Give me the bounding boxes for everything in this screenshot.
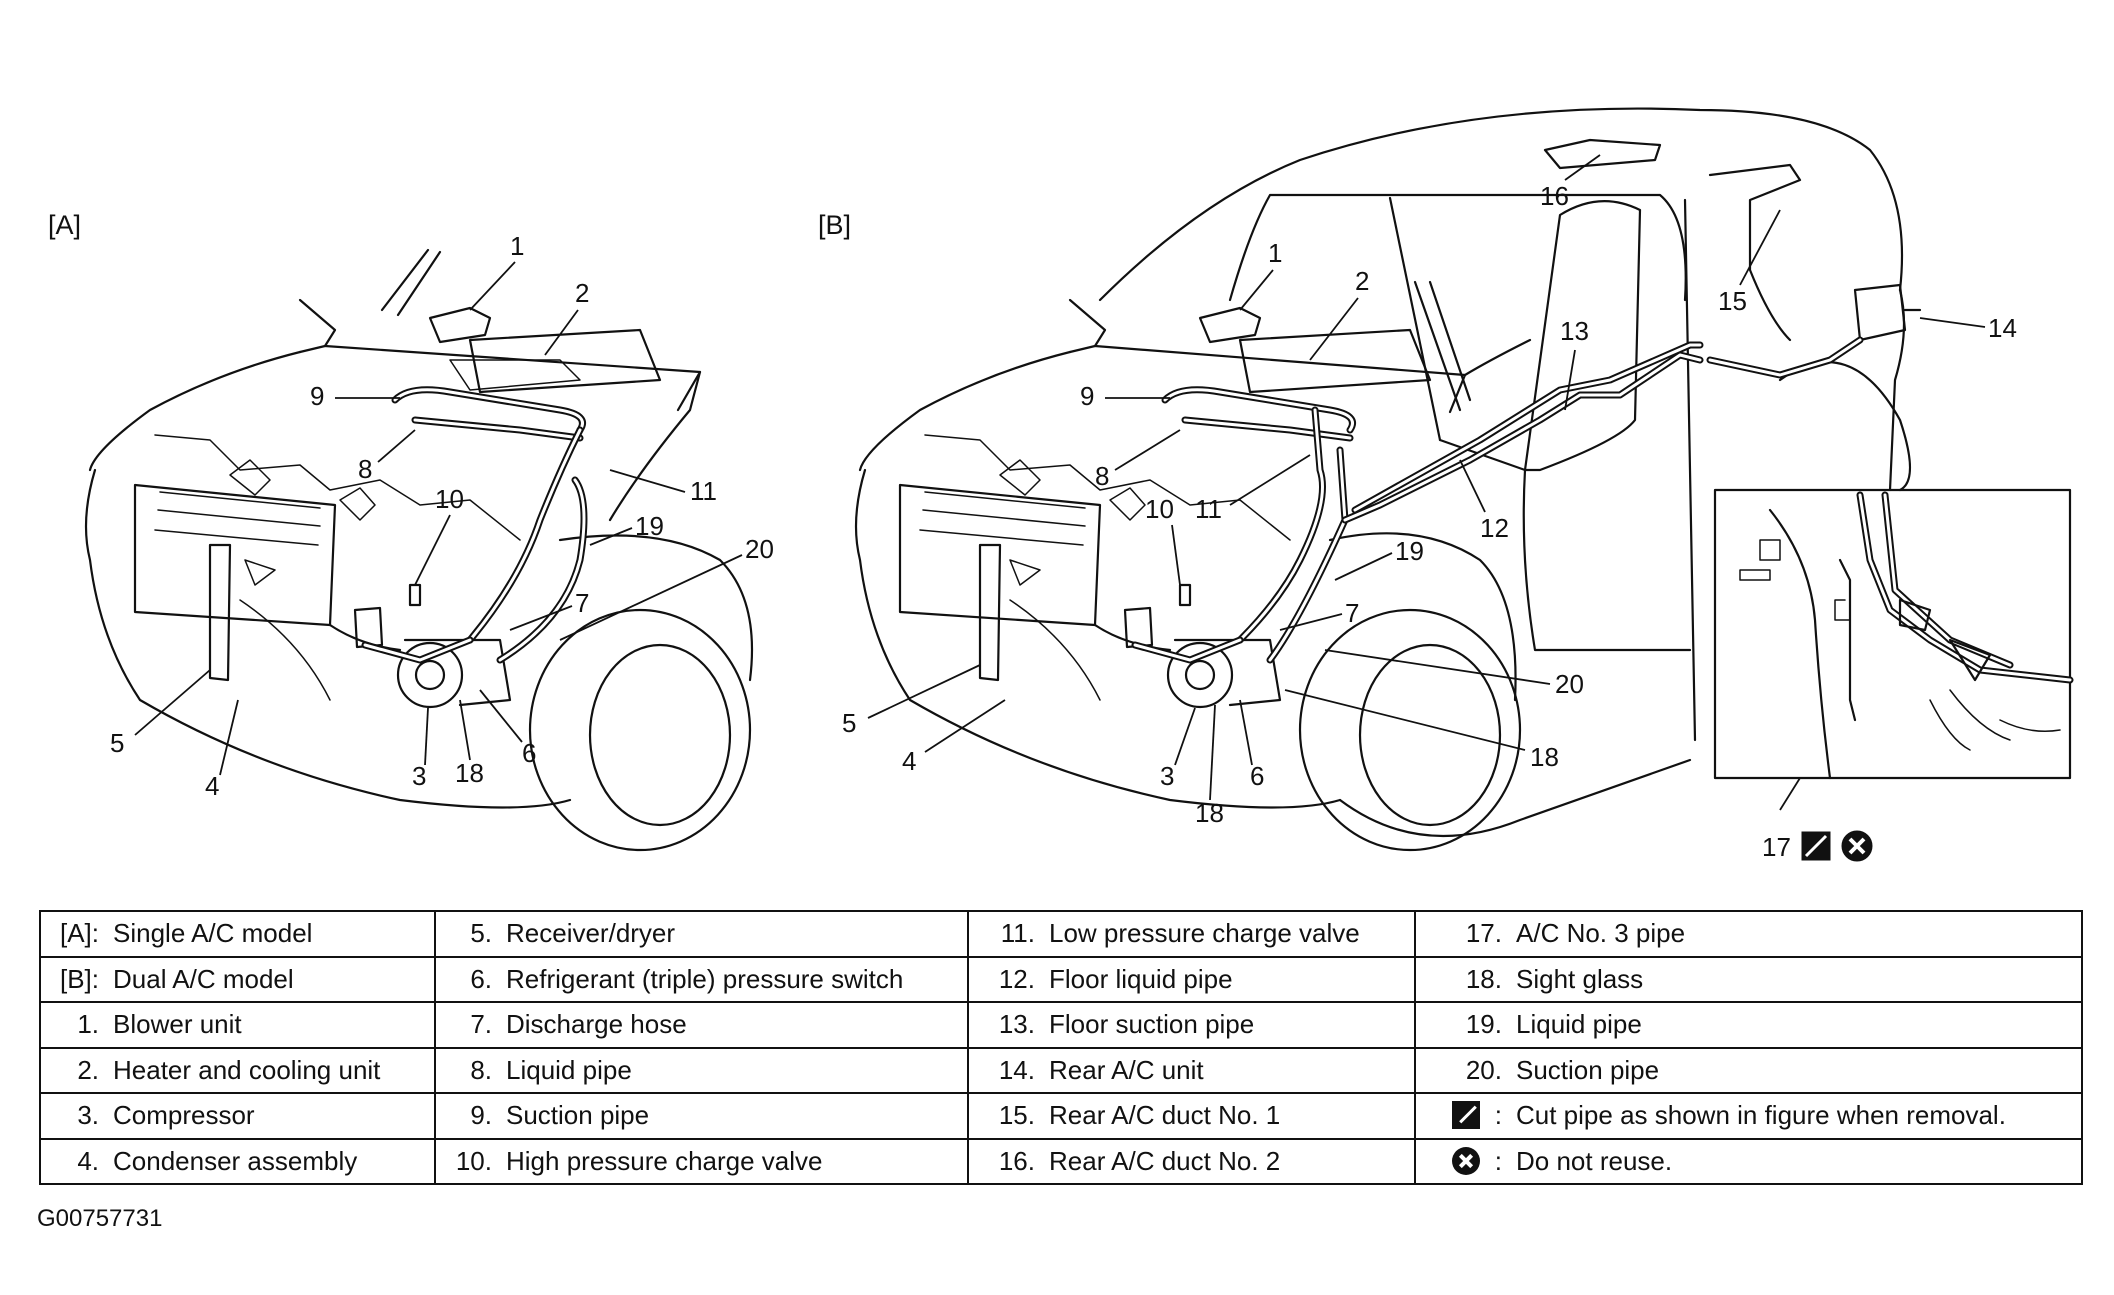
legend-cell: [A]:Single A/C model <box>39 910 436 958</box>
panel-a-drawing: [A] <box>48 210 774 852</box>
callout-a-1: 1 <box>510 231 524 261</box>
legend-cell: 14.Rear A/C unit <box>968 1046 1416 1094</box>
legend-cell: 20.Suction pipe <box>1415 1046 2083 1094</box>
legend-cell: 8.Liquid pipe <box>435 1046 969 1094</box>
callout-b-18-right: 18 <box>1530 742 1559 772</box>
callout-b-6: 6 <box>1250 761 1264 791</box>
panel-b-drawing: [B] <box>818 107 2074 862</box>
callout-b-15: 15 <box>1718 286 1747 316</box>
detail-inset-17 <box>1713 488 2074 780</box>
legend-cell: 13.Floor suction pipe <box>968 1001 1416 1049</box>
ac-system-diagram: [A] <box>48 107 2074 862</box>
callout-b-16: 16 <box>1540 181 1569 211</box>
callout-b-17: 17 <box>1762 832 1791 862</box>
legend-cell: 6.Refrigerant (triple) pressure switch <box>435 955 969 1003</box>
callout-b-10: 10 <box>1145 494 1174 524</box>
callout-b-1: 1 <box>1268 238 1282 268</box>
legend-cell: :Do not reuse. <box>1415 1137 2083 1185</box>
figure-code: G00757731 <box>37 1205 163 1232</box>
panel-b-label: [B] <box>818 210 851 240</box>
callout-a-9: 9 <box>310 381 324 411</box>
cut-pipe-icon <box>1801 831 1831 861</box>
callout-b-11: 11 <box>1195 494 1222 524</box>
callout-b-19: 19 <box>1395 536 1424 566</box>
callout-a-10: 10 <box>435 484 464 514</box>
panel-a-label: [A] <box>48 210 81 240</box>
cut-pipe-icon <box>1452 1101 1481 1130</box>
callout-b-20: 20 <box>1555 669 1584 699</box>
callout-a-2: 2 <box>575 278 589 308</box>
legend-cell: 2.Heater and cooling unit <box>39 1046 436 1094</box>
callout-a-4: 4 <box>205 771 219 801</box>
legend-cell: :Cut pipe as shown in figure when remova… <box>1415 1092 2083 1140</box>
callout-b-8: 8 <box>1095 461 1109 491</box>
callout-a-5: 5 <box>110 728 124 758</box>
callout-a-19: 19 <box>635 511 664 541</box>
callout-b-2: 2 <box>1355 266 1369 296</box>
do-not-reuse-icon <box>1841 830 1873 862</box>
legend-cell: 16.Rear A/C duct No. 2 <box>968 1137 1416 1185</box>
callout-b-7: 7 <box>1345 598 1359 628</box>
legend-cell: 1.Blower unit <box>39 1001 436 1049</box>
legend-cell: 4.Condenser assembly <box>39 1137 436 1185</box>
legend-cell: 19.Liquid pipe <box>1415 1001 2083 1049</box>
callout-a-3: 3 <box>412 761 426 791</box>
callout-a-8: 8 <box>358 454 372 484</box>
legend-cell: 17.A/C No. 3 pipe <box>1415 910 2083 958</box>
callout-b-13: 13 <box>1560 316 1589 346</box>
legend-cell: 18.Sight glass <box>1415 955 2083 1003</box>
callout-a-20: 20 <box>745 534 774 564</box>
legend-cell: 7.Discharge hose <box>435 1001 969 1049</box>
legend-cell: 3.Compressor <box>39 1092 436 1140</box>
callout-a-11: 11 <box>690 476 717 506</box>
legend-cell: 12.Floor liquid pipe <box>968 955 1416 1003</box>
legend-cell: 15.Rear A/C duct No. 1 <box>968 1092 1416 1140</box>
legend-cell: [B]:Dual A/C model <box>39 955 436 1003</box>
callout-a-18: 18 <box>455 758 484 788</box>
callout-b-14: 14 <box>1988 313 2017 343</box>
legend-cell: 5.Receiver/dryer <box>435 910 969 958</box>
legend-cell: 9.Suction pipe <box>435 1092 969 1140</box>
callout-b-18: 18 <box>1195 798 1224 828</box>
callout-b-4: 4 <box>902 746 916 776</box>
do-not-reuse-icon <box>1452 1146 1481 1175</box>
callout-b-3: 3 <box>1160 761 1174 791</box>
legend-table: [A]:Single A/C model 5.Receiver/dryer 11… <box>39 910 2083 1185</box>
callout-b-12: 12 <box>1480 513 1509 543</box>
callout-a-6: 6 <box>522 738 536 768</box>
callout-b-9: 9 <box>1080 381 1094 411</box>
callout-a-7: 7 <box>575 588 589 618</box>
callout-b-5: 5 <box>842 708 856 738</box>
legend-cell: 10.High pressure charge valve <box>435 1137 969 1185</box>
legend-cell: 11.Low pressure charge valve <box>968 910 1416 958</box>
